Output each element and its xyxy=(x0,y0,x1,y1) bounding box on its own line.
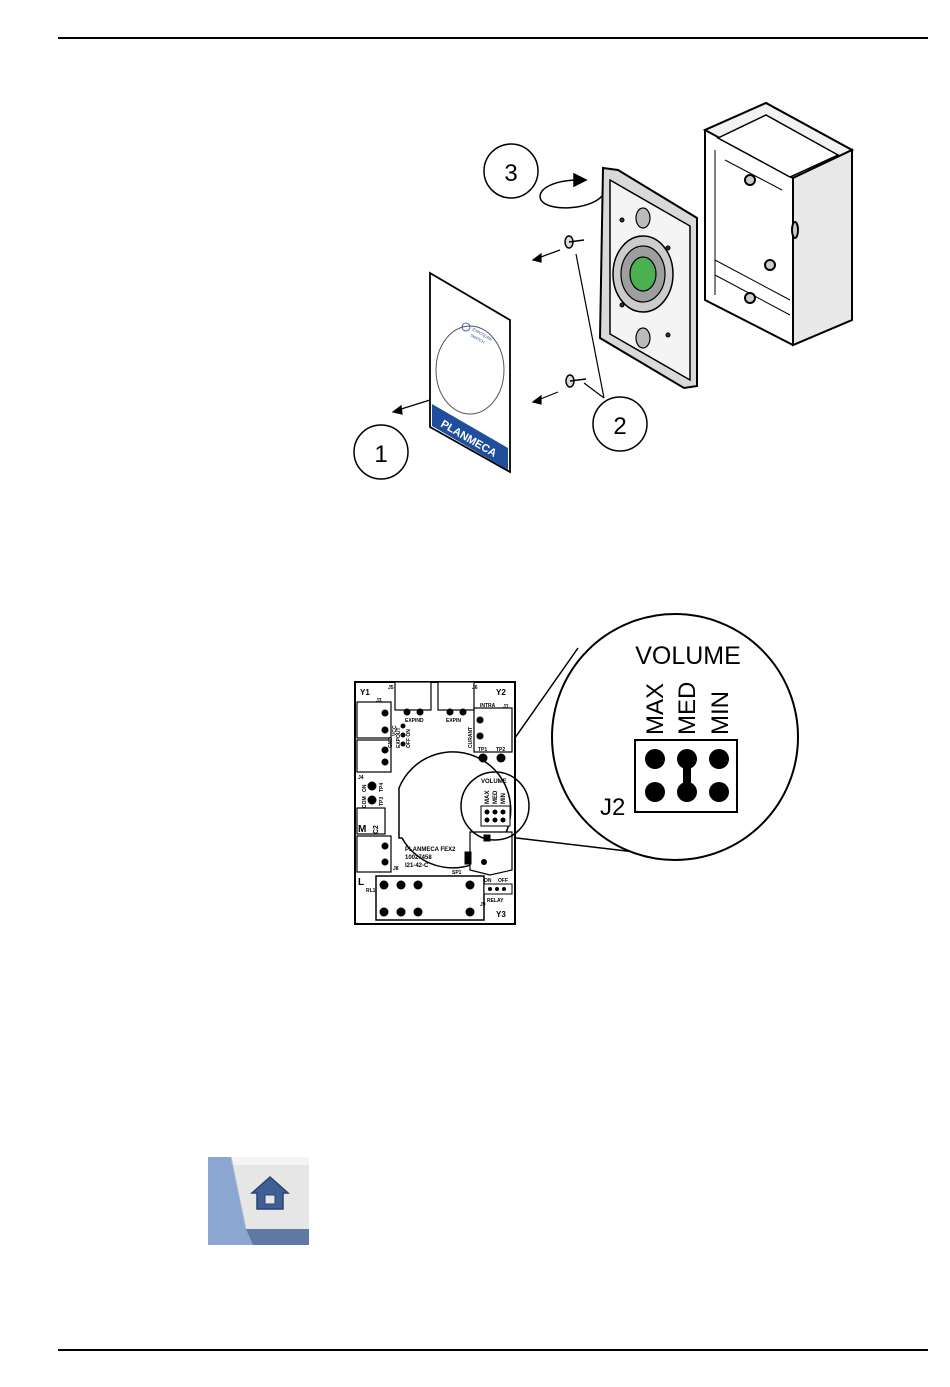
jumper-pin xyxy=(709,782,729,802)
callout-2-label: 2 xyxy=(613,413,626,440)
pcb-label-c2: C2 xyxy=(373,825,380,834)
circuit-board-figure: Y1 Y2 Y3 J3 J5 J6 J1 INTRA EXPIN EXPOUT … xyxy=(0,600,950,980)
pcb-volume-jumper xyxy=(481,806,510,826)
pcb-label-j9: J9 xyxy=(480,902,486,908)
pcb-volume-min: MIN xyxy=(501,793,507,804)
zoom-label-med: MED xyxy=(674,682,701,735)
pcb-label-expind: EXPIND xyxy=(405,718,424,724)
pcb-label-y2: Y2 xyxy=(496,688,506,697)
home-button-tile xyxy=(208,1157,309,1245)
jumper-pin xyxy=(645,782,665,802)
pcb-volume-title: VOLUME xyxy=(481,779,507,785)
pcb-volume-med: MED xyxy=(493,790,499,804)
pcb-label-tp3: TP3 xyxy=(379,797,385,806)
pcb-label-curant: CURANT xyxy=(468,727,474,748)
jumper-pin xyxy=(645,749,665,769)
pcb-relay-off: OFF xyxy=(498,878,508,884)
jumper-pin xyxy=(709,749,729,769)
pcb-label-on: ON xyxy=(362,784,368,792)
pcb-relay-on: ON xyxy=(484,878,492,884)
pcb-label-intra: INTRA xyxy=(480,703,496,709)
footer-rule xyxy=(58,1349,928,1351)
pcb-label-j4: J4 xyxy=(358,775,364,781)
pcb-label-tp1: TP1 xyxy=(478,747,487,753)
pcb-code: I21-42-C xyxy=(405,863,429,869)
jumper-bridge-med xyxy=(683,759,691,792)
zoom-jumper-label: J2 xyxy=(600,794,625,821)
pcb-label-m: M xyxy=(358,824,366,835)
callout-2: 2 xyxy=(593,397,647,451)
pcb-label-j5: J5 xyxy=(388,685,394,691)
pcb-label-j3: J3 xyxy=(376,698,382,704)
pcb-label-tp4: TP4 xyxy=(379,783,385,792)
pcb-label-tp2: TP2 xyxy=(496,747,505,753)
pcb-label-com: COM xyxy=(362,796,368,808)
wall-box xyxy=(705,103,852,345)
pcb-label-expin: EXPIN xyxy=(446,718,461,724)
pcb-part-number: 10027458 xyxy=(405,855,432,861)
callout-1-label: 1 xyxy=(374,441,387,468)
rotation-arrow xyxy=(540,174,602,208)
callout-1: 1 xyxy=(354,425,408,479)
pcb-label-rl1: RL1 xyxy=(366,888,376,894)
pcb-label-gnd: GND xyxy=(388,737,394,749)
pcb-label-off-on: OFF ON xyxy=(406,729,412,748)
pcb-volume-max: MAX xyxy=(485,791,491,804)
pcb-label-l: L xyxy=(358,877,364,888)
zoom-label-max: MAX xyxy=(642,683,669,735)
zoom-volume-title: VOLUME xyxy=(635,642,741,670)
pcb-product-name: PLANMECA FEX2 xyxy=(405,847,456,853)
pcb-label-y3: Y3 xyxy=(496,910,506,919)
volume-zoom: VOLUME MAX MED MIN J2 xyxy=(552,614,798,860)
exploded-switch-figure: PLANMECA EXPOSURE SWITCH 1 2 3 xyxy=(0,0,950,520)
pcb-label-j6: J6 xyxy=(472,685,478,691)
callout-3-label: 3 xyxy=(504,160,517,187)
pcb-relay-label: RELAY xyxy=(487,898,504,904)
zoom-label-min: MIN xyxy=(707,691,734,735)
face-plate xyxy=(600,168,697,388)
pcb-label-y1: Y1 xyxy=(360,688,370,697)
pcb-label-j1: J1 xyxy=(503,704,509,710)
pcb-label-sp1: SP1 xyxy=(452,870,462,876)
pcb-label-j8: J8 xyxy=(393,866,399,872)
screws xyxy=(565,236,586,387)
callout-3: 3 xyxy=(484,144,538,198)
pcb-label-vcc: VCC xyxy=(392,725,398,736)
